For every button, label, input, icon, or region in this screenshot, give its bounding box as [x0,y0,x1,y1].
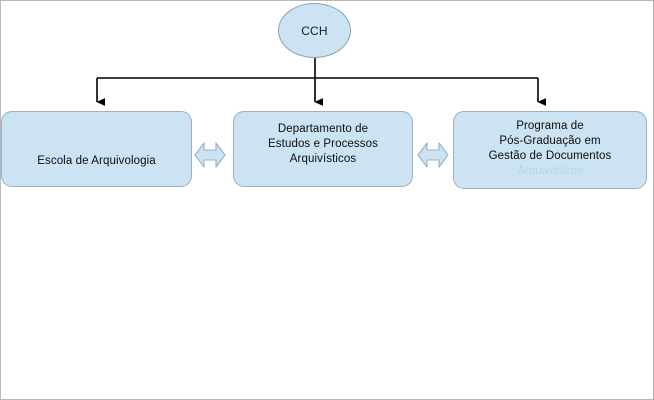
node-cch[interactable]: CCH [278,3,351,58]
node-departamento-label: Departamento de Estudos e Processos Arqu… [268,123,378,165]
node-programa-clipped-line: Arquivísticos [517,165,583,177]
node-departamento-de-estudos-e-processos-arquivisticos[interactable]: Departamento de Estudos e Processos Arqu… [233,111,413,187]
node-programa-label: Programa de Pós-Graduação em Gestão de D… [488,120,612,162]
node-cch-label: CCH [301,23,328,38]
double-headed-arrow-icon [193,138,227,172]
double-headed-arrow-glyph [417,142,449,168]
double-headed-arrow-icon [416,138,450,172]
node-escola-de-arquivologia[interactable]: Escola de Arquivologia [1,111,192,187]
node-escola-label: Escola de Arquivologia [37,155,156,167]
double-headed-arrow-glyph [194,142,226,168]
node-programa-de-pos-graduacao-em-gestao-de-documentos[interactable]: Programa de Pós-Graduação em Gestão de D… [453,111,647,189]
